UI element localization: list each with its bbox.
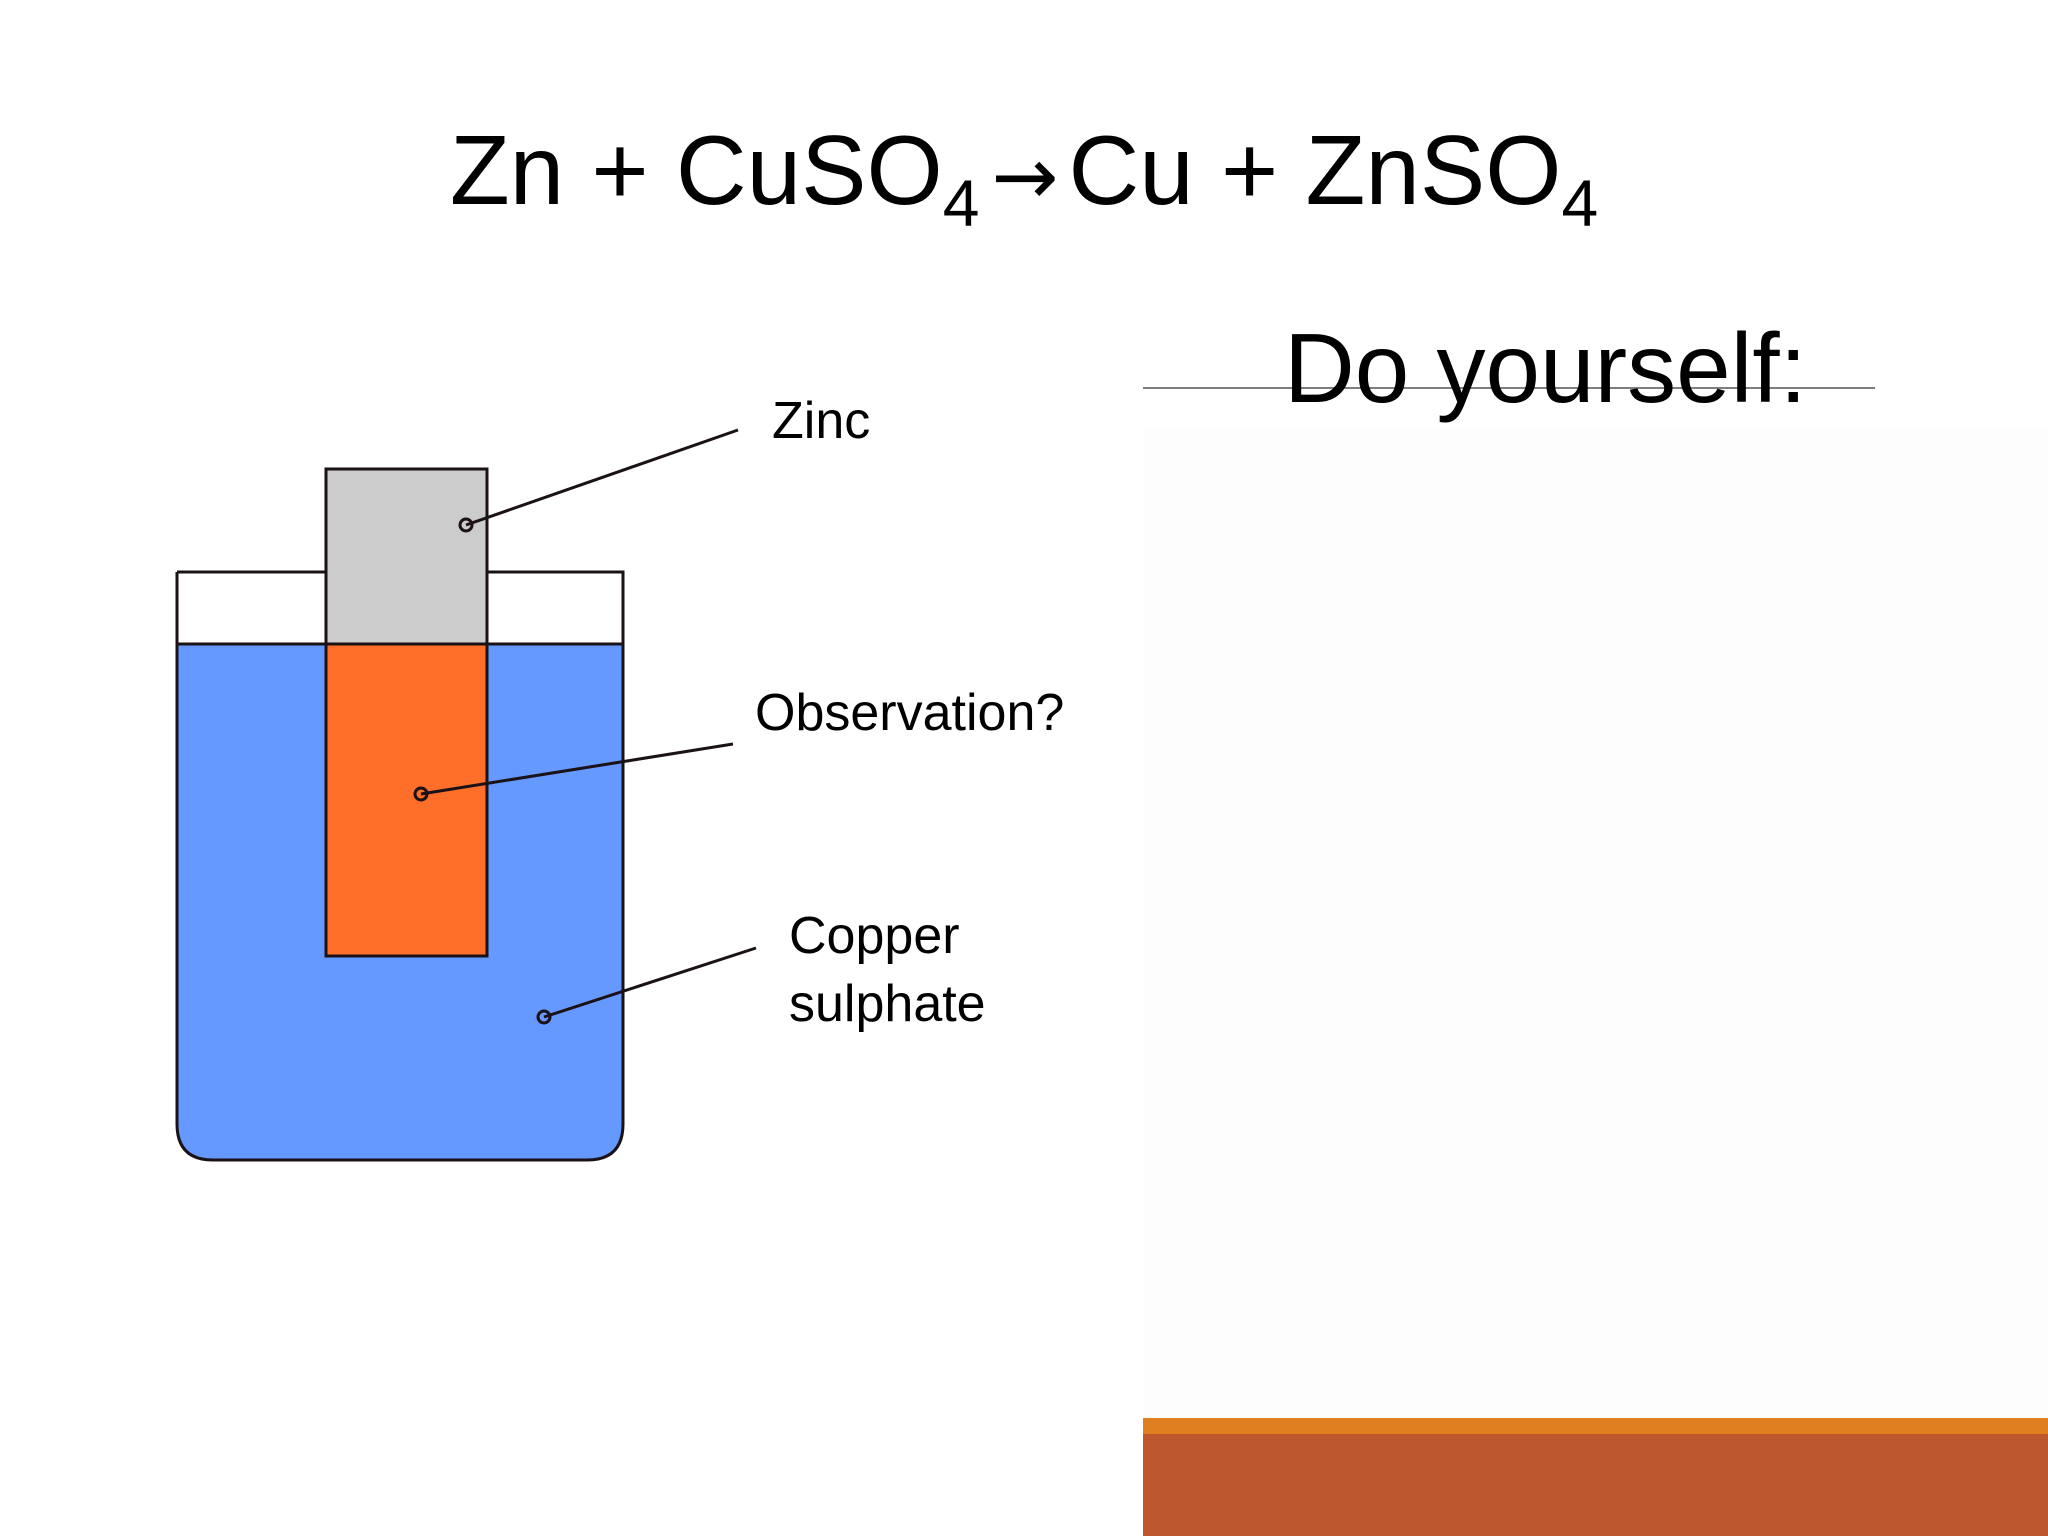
zinc-label: Zinc (772, 392, 871, 450)
zinc-leader-dot (458, 517, 474, 533)
subscript: 4 (942, 166, 980, 240)
do-yourself-heading: Do yourself: (1284, 313, 1807, 423)
zinc-strip (324, 467, 489, 646)
copper-sulphate-leader-line (543, 946, 757, 1019)
reactant-cuso4: CuSO4 (675, 115, 980, 240)
heading-underline (1143, 387, 1875, 389)
product-cu: Cu (1068, 115, 1194, 225)
product-znso4: ZnSO4 (1305, 115, 1599, 240)
bottom-decor-block (1143, 1434, 2048, 1536)
accent-bar (1143, 1418, 2048, 1434)
copper-sulphate-label: Copper sulphate (789, 902, 986, 1038)
observation-leader-dot (413, 786, 429, 802)
copper-sulphate-label-line1: Copper (789, 907, 960, 965)
reactant-zn: Zn (449, 115, 565, 225)
subscript: 4 (1561, 166, 1599, 240)
observation-label: Observation? (755, 684, 1065, 742)
reaction-equation: Zn + CuSO4→Cu + ZnSO4 (0, 110, 2048, 237)
observation-leader-line (420, 742, 734, 796)
copper-sulphate-label-line2: sulphate (789, 975, 986, 1033)
plus-sign: + (1221, 115, 1279, 225)
zinc-leader-line (465, 428, 739, 527)
reaction-arrow: → (991, 130, 1059, 223)
reacted-zinc-part (324, 642, 489, 958)
copper-sulphate-leader-dot (536, 1009, 552, 1025)
right-panel (1143, 430, 2048, 1536)
beaker-outline (175, 570, 625, 1162)
plus-sign: + (591, 115, 649, 225)
